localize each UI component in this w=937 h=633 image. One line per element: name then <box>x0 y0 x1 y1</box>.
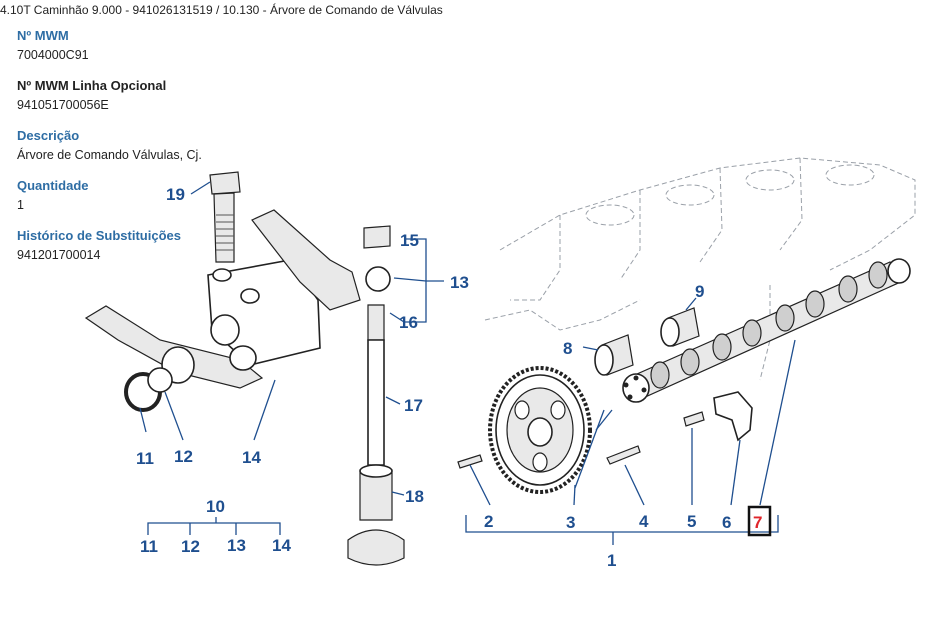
callout-6[interactable]: 6 <box>722 513 731 532</box>
quantity-field: Quantidade 1 <box>17 178 217 228</box>
callout-leader-lines <box>139 181 796 545</box>
callout-group-11[interactable]: 11 <box>140 537 158 556</box>
breadcrumb: 4.10T Caminhão 9.000 - 941026131519 / 10… <box>0 3 443 17</box>
history-field: Histórico de Substituições 941201700014 <box>17 228 217 278</box>
optional-number-label: Nº MWM Linha Opcional <box>17 78 167 93</box>
callout-4[interactable]: 4 <box>639 512 649 531</box>
callout-group-14[interactable]: 14 <box>272 536 291 555</box>
callout-10[interactable]: 10 <box>206 497 225 516</box>
callout-group-13[interactable]: 13 <box>227 536 246 555</box>
callout-13[interactable]: 13 <box>450 273 469 292</box>
quantity-value[interactable]: 1 <box>17 198 24 212</box>
callout-group-12[interactable]: 12 <box>181 537 200 556</box>
callout-1[interactable]: 1 <box>607 551 616 570</box>
mwm-number-field: Nº MWM 7004000C91 <box>17 28 217 78</box>
callout-12[interactable]: 12 <box>174 447 193 466</box>
engine-block-outline <box>484 157 916 381</box>
highlighted-callout-box <box>747 505 772 537</box>
callout-19[interactable]: 19 <box>166 185 185 204</box>
timing-gear-drawing <box>488 366 592 494</box>
callout-8[interactable]: 8 <box>563 339 572 358</box>
optional-number-value[interactable]: 941051700056E <box>17 98 109 112</box>
callout-16[interactable]: 16 <box>399 313 418 332</box>
quantity-label: Quantidade <box>17 178 89 193</box>
callout-11[interactable]: 11 <box>136 449 154 468</box>
callout-3[interactable]: 3 <box>566 513 575 532</box>
small-parts-drawing <box>457 391 753 469</box>
history-label: Histórico de Substituições <box>17 228 181 243</box>
bushings-drawing <box>594 307 700 376</box>
callout-5[interactable]: 5 <box>687 512 696 531</box>
callout-18[interactable]: 18 <box>405 487 424 506</box>
callout-7[interactable]: 7 <box>753 513 762 532</box>
mwm-number-label: Nº MWM <box>17 28 69 43</box>
optional-number-field: Nº MWM Linha Opcional 941051700056E <box>17 78 217 128</box>
description-label: Descrição <box>17 128 80 143</box>
pushrod-drawing <box>347 225 405 566</box>
description-value[interactable]: Árvore de Comando Válvulas, Cj. <box>17 148 202 162</box>
callout-17[interactable]: 17 <box>404 396 423 415</box>
callout-15[interactable]: 15 <box>400 231 419 250</box>
callout-2[interactable]: 2 <box>484 512 493 531</box>
part-details-panel: Nº MWM 7004000C91 Nº MWM Linha Opcional … <box>17 28 217 278</box>
callout-9[interactable]: 9 <box>695 282 704 301</box>
rocker-assembly-drawing <box>84 209 391 412</box>
mwm-number-value[interactable]: 7004000C91 <box>17 48 89 62</box>
callout-14[interactable]: 14 <box>242 448 261 467</box>
camshaft-drawing <box>622 258 911 403</box>
rocker-bolt-drawing <box>209 171 241 263</box>
history-value[interactable]: 941201700014 <box>17 248 101 262</box>
description-field: Descrição Árvore de Comando Válvulas, Cj… <box>17 128 217 178</box>
